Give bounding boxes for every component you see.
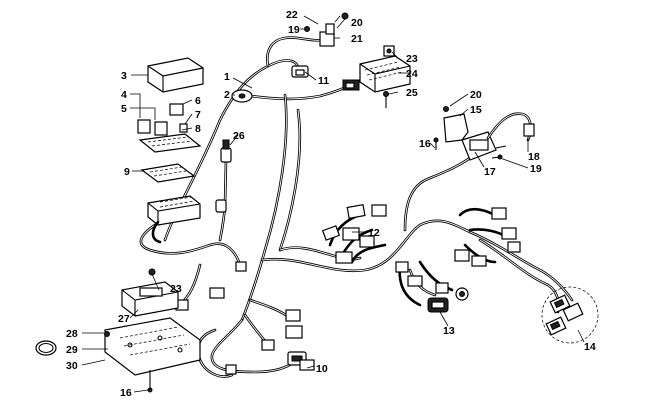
fuse-board (138, 133, 202, 153)
connector-cluster-12 (321, 203, 387, 264)
connector-11 (291, 65, 309, 78)
relays (137, 103, 188, 136)
callout-6: 6 (195, 95, 201, 107)
callout-20-a: 20 (351, 17, 363, 29)
callout-12: 12 (368, 227, 380, 239)
callout-26: 26 (233, 130, 245, 142)
callout-11: 11 (318, 75, 329, 87)
callout-23-a: 23 (406, 53, 418, 65)
connector-cluster-right (454, 207, 521, 267)
callout-4: 4 (121, 89, 127, 101)
fuse-block (147, 195, 201, 244)
relay-bracket-15 (433, 106, 535, 161)
callout-5: 5 (121, 103, 127, 115)
callouts: 1 2 3 4 5 6 7 8 9 10 11 12 13 14 15 16 1… (66, 9, 596, 399)
callout-16-b: 16 (120, 387, 132, 399)
callout-9: 9 (124, 166, 130, 178)
clip-2 (231, 89, 253, 103)
callout-19-a: 19 (288, 24, 300, 36)
callout-13: 13 (443, 325, 455, 337)
mounting-plate-29 (104, 317, 201, 393)
voltage-regulator-24 (342, 45, 411, 108)
callout-2: 2 (224, 89, 230, 101)
connector-cluster-lower (175, 261, 303, 375)
leader-lines (81, 15, 585, 393)
callout-15: 15 (470, 104, 482, 116)
bracket-21 (304, 12, 349, 47)
clamp-30 (35, 340, 57, 356)
callout-7: 7 (195, 109, 201, 121)
callout-10: 10 (316, 363, 328, 375)
fuse-box-cover (147, 57, 204, 93)
callout-1: 1 (224, 71, 230, 83)
callout-24: 24 (406, 68, 418, 80)
callout-8: 8 (195, 123, 201, 135)
callout-30: 30 (66, 360, 78, 372)
callout-18: 18 (528, 151, 540, 163)
callout-20-b: 20 (470, 89, 482, 101)
callout-25: 25 (406, 87, 418, 99)
connector-10 (287, 351, 315, 371)
main-harness (139, 36, 574, 378)
callout-3: 3 (121, 70, 127, 82)
callout-16-a: 16 (419, 138, 431, 150)
callout-19-b: 19 (530, 163, 542, 175)
callout-23-b: 23 (170, 283, 182, 295)
callout-14: 14 (584, 341, 596, 353)
fuse-holder-9 (140, 163, 196, 183)
callout-28: 28 (66, 328, 78, 340)
sensor-lead-26 (215, 139, 232, 242)
callout-27: 27 (118, 313, 130, 325)
callout-29: 29 (66, 344, 78, 356)
connector-cluster-13 (395, 260, 469, 313)
callout-17: 17 (484, 166, 496, 178)
controller-27 (121, 268, 179, 317)
connector-group-14 (541, 286, 599, 344)
callout-22: 22 (286, 9, 298, 21)
callout-21: 21 (351, 33, 363, 45)
